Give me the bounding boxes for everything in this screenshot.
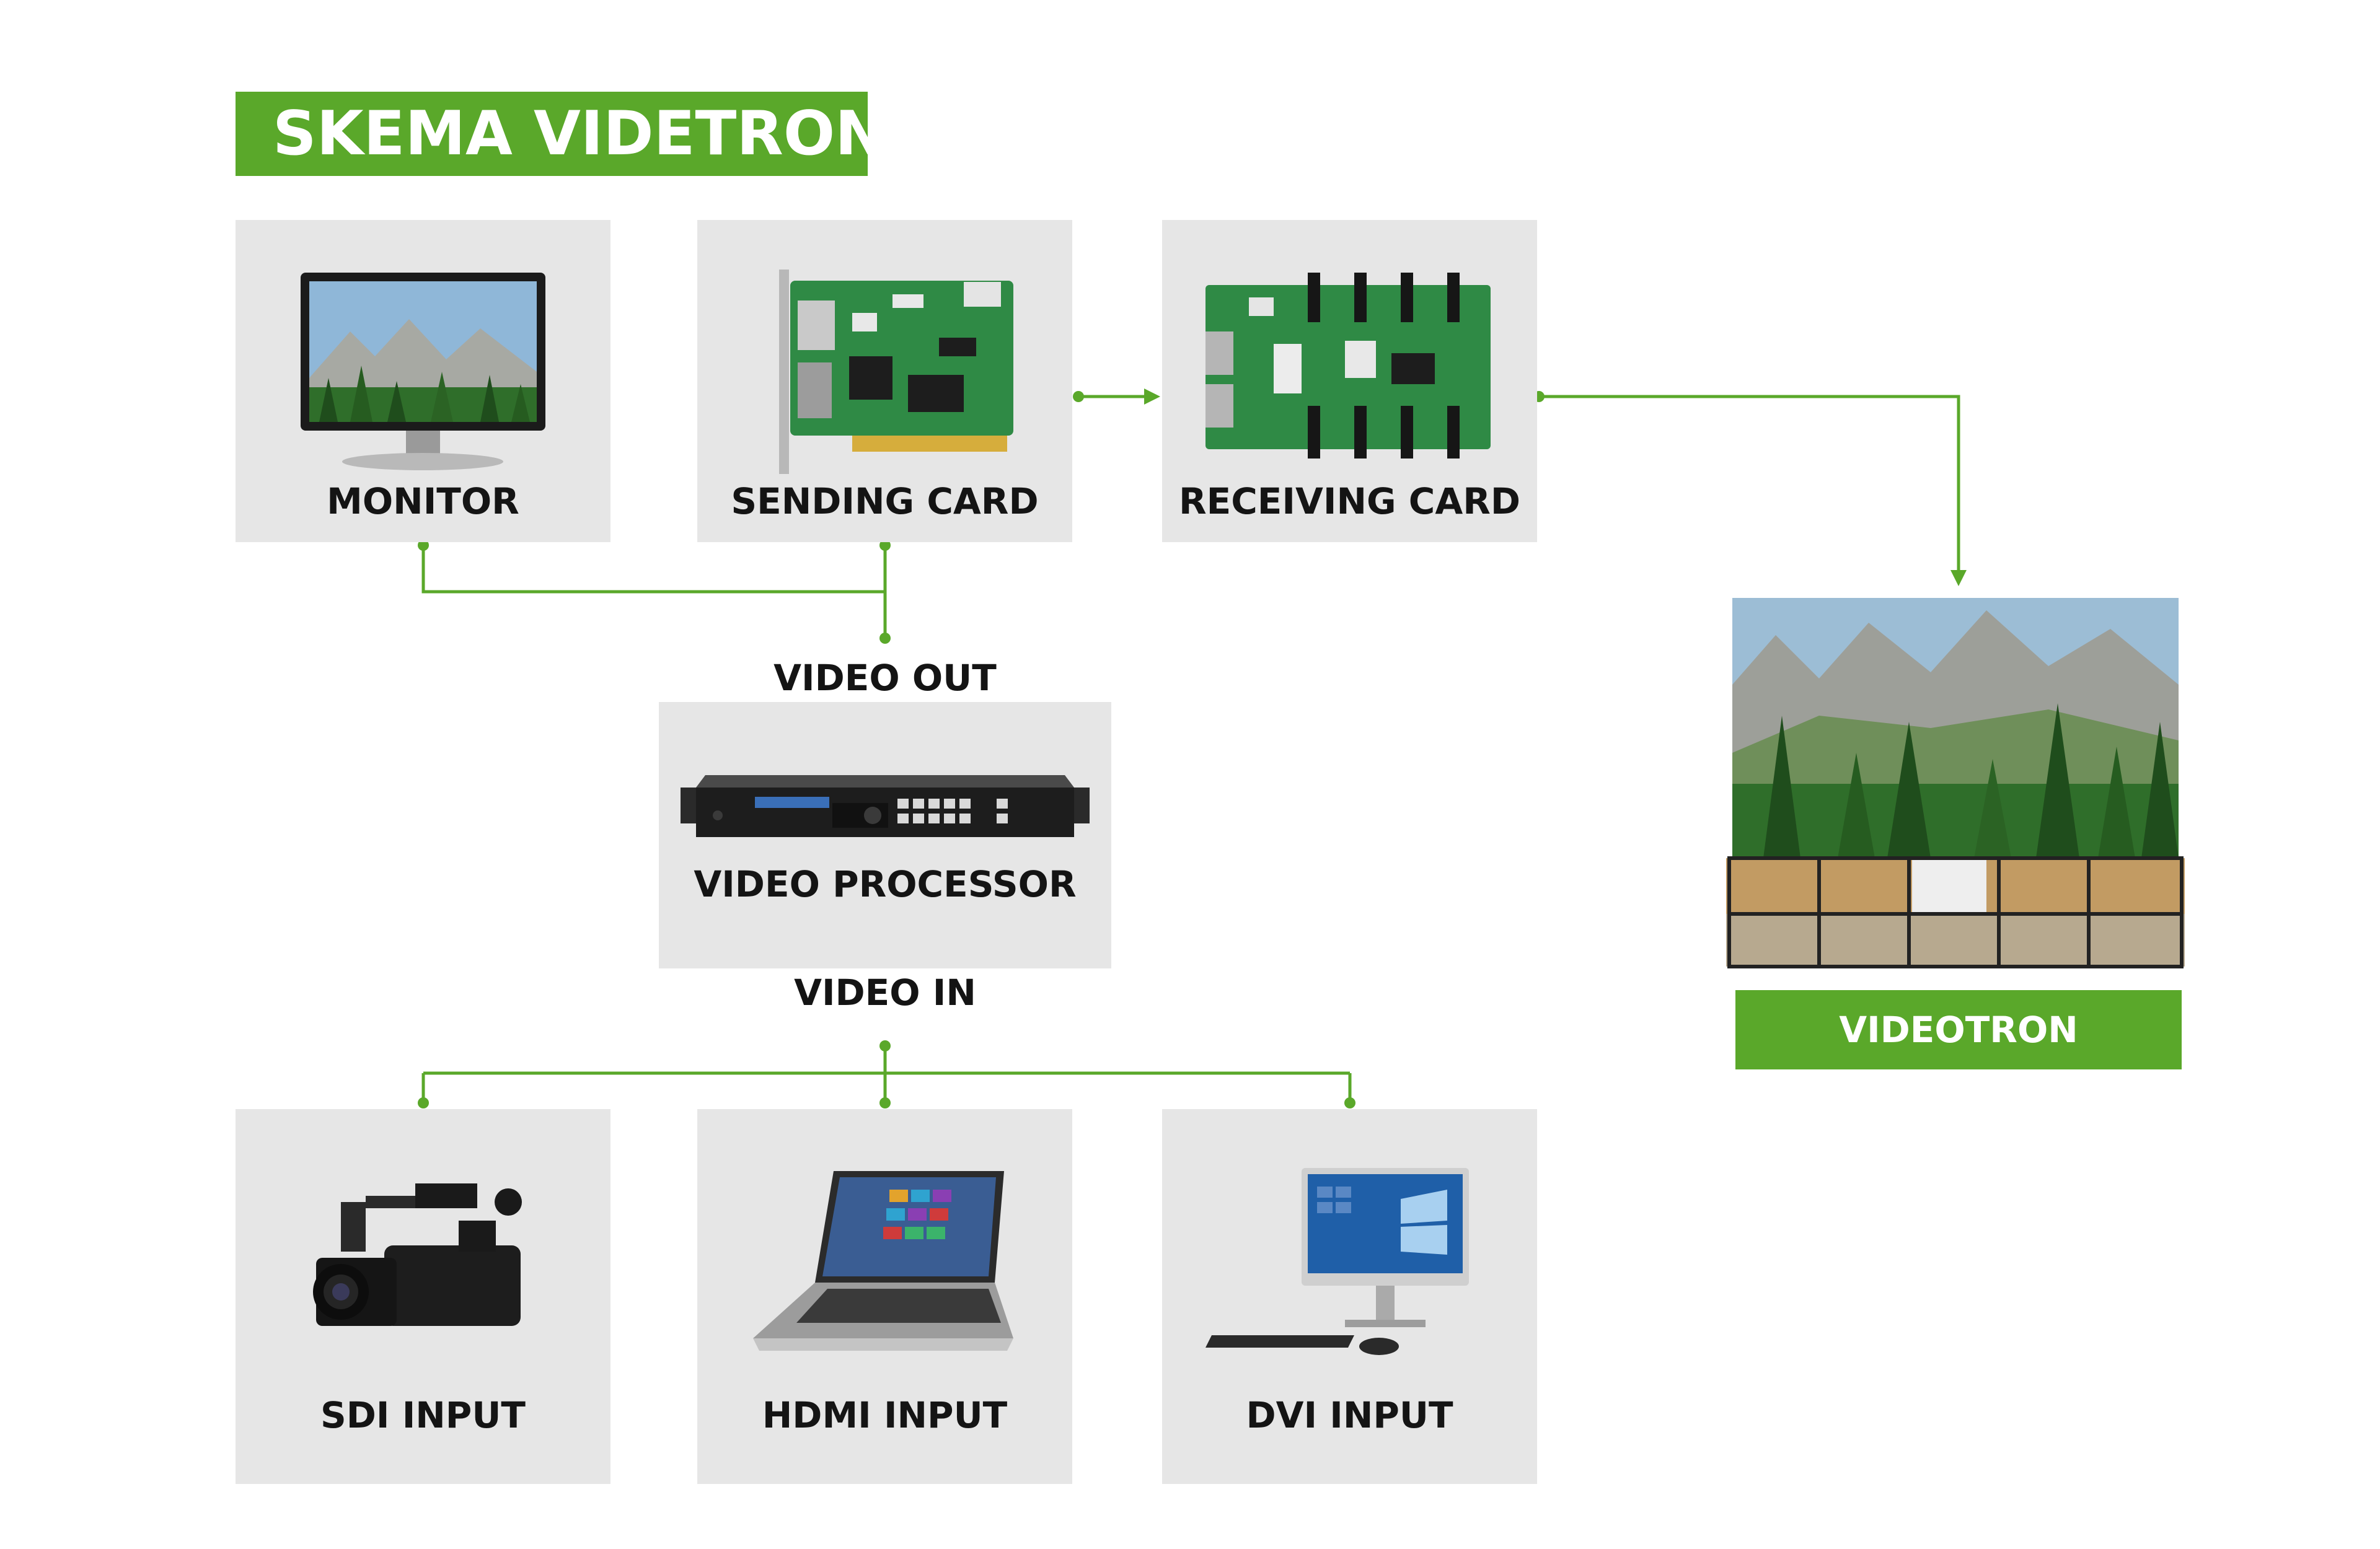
monitor-icon [301, 273, 545, 470]
monitor-node: MONITOR [236, 220, 610, 542]
connector-dot [879, 1040, 891, 1051]
dvi-input-node: DVI INPUT [1162, 1109, 1537, 1484]
camcorder-icon [313, 1183, 522, 1326]
video-processor-node: VIDEO PROCESSOR [659, 702, 1111, 968]
connector-dot [1073, 391, 1084, 402]
monitor-label: MONITOR [327, 480, 519, 522]
videotron-label: VIDEOTRON [1839, 1009, 2078, 1051]
receiving-card-board-icon [1205, 273, 1491, 459]
sdi-input-label: SDI INPUT [320, 1394, 526, 1436]
led-wall-icon [1726, 598, 2185, 968]
connector-dot [1344, 1097, 1355, 1108]
connector-dot [879, 540, 891, 551]
connector-dot [879, 633, 891, 644]
hdmi-input-node: HDMI INPUT [697, 1109, 1072, 1484]
arrow-head-right [1144, 388, 1160, 405]
laptop-icon [753, 1171, 1013, 1351]
title-banner: SKEMA VIDETRON [236, 92, 886, 176]
arrow-head-down [1950, 570, 1967, 586]
sending-card-node: SENDING CARD [697, 220, 1072, 542]
video-out-label: VIDEO OUT [774, 657, 997, 699]
page-title: SKEMA VIDETRON [273, 99, 886, 169]
connector-dot [418, 540, 429, 551]
dvi-input-label: DVI INPUT [1246, 1394, 1453, 1436]
receiving-card-node: RECEIVING CARD [1162, 220, 1537, 542]
video-processor-label: VIDEO PROCESSOR [694, 863, 1077, 905]
connector-monitor-sending-video-out [421, 545, 885, 594]
videotron-label-banner: VIDEOTRON [1735, 990, 2182, 1069]
connector-receiving-videotron [1539, 395, 1960, 576]
receiving-card-label: RECEIVING CARD [1178, 480, 1521, 522]
sending-card-label: SENDING CARD [731, 480, 1039, 522]
sdi-input-node: SDI INPUT [236, 1109, 610, 1484]
desktop-pc-icon [1205, 1168, 1469, 1355]
sending-card-board-icon [779, 270, 1013, 474]
hdmi-input-label: HDMI INPUT [762, 1394, 1008, 1436]
connector-dot [879, 1097, 891, 1108]
video-processor-rack-icon [681, 775, 1090, 837]
connector-dot [418, 1097, 429, 1108]
video-in-label: VIDEO IN [794, 972, 976, 1014]
